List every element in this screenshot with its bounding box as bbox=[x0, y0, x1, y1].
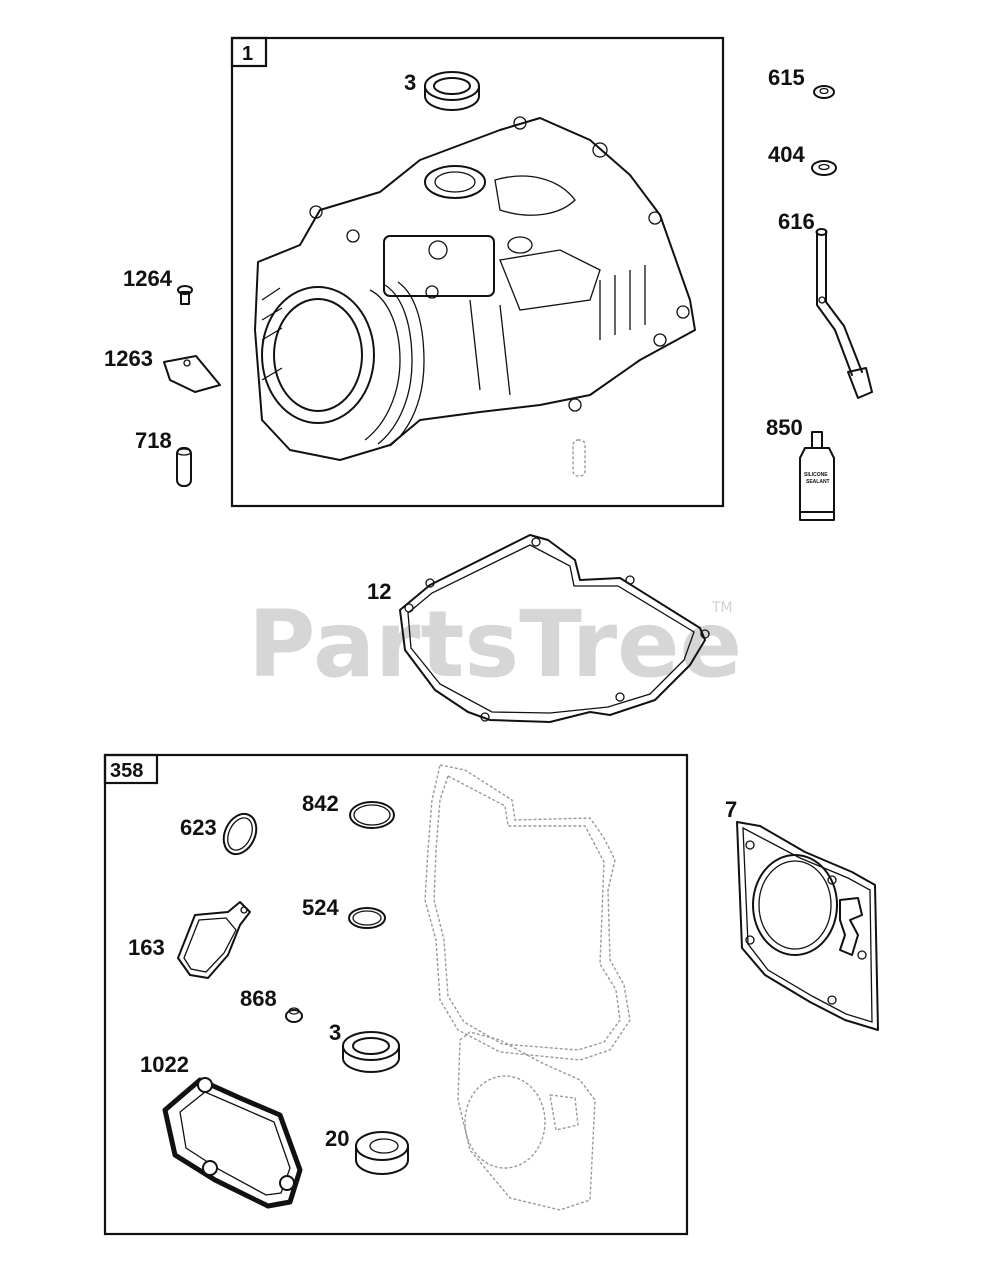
cylinder-block-part[interactable] bbox=[254, 116, 696, 461]
seal-3-top-part[interactable] bbox=[424, 71, 480, 111]
group-358-frame bbox=[103, 753, 689, 1236]
gasket-163-part[interactable] bbox=[177, 901, 251, 979]
callout-718: 718 bbox=[135, 428, 172, 453]
oring-842-part[interactable] bbox=[349, 801, 395, 829]
oring-524-part[interactable] bbox=[348, 907, 386, 929]
sealant-label-1: SILICONE bbox=[804, 472, 828, 478]
callout-20: 20 bbox=[325, 1126, 349, 1151]
bolt-1264-part[interactable] bbox=[177, 285, 193, 305]
callout-623: 623 bbox=[180, 815, 217, 840]
pin-718-part[interactable] bbox=[176, 447, 192, 487]
callout-163: 163 bbox=[128, 935, 165, 960]
plug-868-part[interactable] bbox=[285, 1007, 303, 1023]
group-358-label: 358 bbox=[110, 760, 143, 782]
callout-3-top: 3 bbox=[404, 70, 416, 95]
callout-842: 842 bbox=[302, 791, 339, 816]
gasket-1022-part[interactable] bbox=[162, 1077, 303, 1209]
callout-1264: 1264 bbox=[123, 266, 173, 291]
callout-1022: 1022 bbox=[140, 1052, 189, 1077]
dowel-pin-inside-part bbox=[572, 439, 586, 477]
callout-404: 404 bbox=[768, 142, 805, 167]
nut-615-part[interactable] bbox=[813, 85, 835, 99]
watermark: PartsTree bbox=[248, 591, 742, 698]
watermark-tm: TM bbox=[711, 600, 733, 616]
washer-404-part[interactable] bbox=[811, 160, 837, 176]
callout-850: 850 bbox=[766, 415, 803, 440]
callout-868: 868 bbox=[240, 986, 277, 1011]
sealant-850-part[interactable]: SILICONE SEALANT bbox=[799, 431, 835, 521]
tube-616-part[interactable] bbox=[815, 228, 873, 399]
callout-524: 524 bbox=[302, 895, 339, 920]
ring-623-part[interactable] bbox=[218, 809, 263, 860]
group-1-label-box bbox=[230, 36, 268, 68]
gasket-12-part[interactable] bbox=[399, 534, 710, 723]
head-gasket-7-part[interactable] bbox=[736, 821, 879, 1031]
callout-3-bottom: 3 bbox=[329, 1020, 341, 1045]
callout-616: 616 bbox=[778, 209, 815, 234]
callout-12: 12 bbox=[367, 579, 391, 604]
seal-20-part[interactable] bbox=[355, 1131, 409, 1175]
plate-1263-part[interactable] bbox=[163, 355, 221, 393]
group-1-frame bbox=[230, 36, 725, 508]
seal-3-bottom-part[interactable] bbox=[342, 1031, 400, 1073]
group-1-label: 1 bbox=[242, 43, 253, 65]
callout-615: 615 bbox=[768, 65, 805, 90]
callout-7: 7 bbox=[725, 797, 737, 822]
group-358-label-box bbox=[103, 753, 159, 785]
ghost-crankcase-gasket bbox=[424, 764, 631, 1061]
callout-1263: 1263 bbox=[104, 346, 153, 371]
ghost-head-gasket bbox=[457, 1031, 596, 1211]
sealant-label-2: SEALANT bbox=[806, 479, 830, 485]
